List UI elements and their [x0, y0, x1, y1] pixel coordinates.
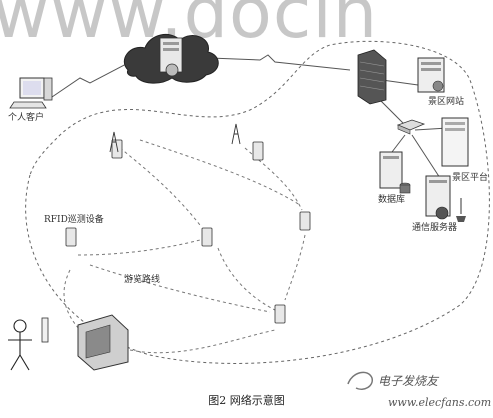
link-client-cloud: [51, 61, 131, 98]
label-rfid-reader: RFID巡测设备: [44, 215, 104, 225]
service-area-boundary: [25, 40, 490, 364]
figure-caption: 图2 网络示意图: [208, 394, 285, 407]
rfid-tag-icon: [41, 317, 49, 343]
comm-server-icon: [425, 175, 466, 222]
label-comm-server: 通信服务器: [412, 223, 458, 233]
person-icon: [8, 319, 32, 371]
switch-icon: [396, 119, 426, 135]
link-switch-database: [391, 134, 406, 153]
visitor-routes: [63, 139, 306, 354]
firewall-icon: [357, 49, 387, 105]
platform-server-icon: [441, 117, 469, 167]
label-personal-client: 个人客户: [8, 113, 45, 123]
label-route: 游览路线: [124, 275, 161, 285]
internet-cloud-icon: [123, 33, 219, 84]
antenna-tower-icon: [109, 123, 241, 153]
brand-url: www.elecfans.com: [388, 396, 492, 409]
link-cloud-firewall: [209, 54, 351, 71]
website-server-icon: [417, 57, 445, 93]
rfid-reader-icon: [65, 139, 311, 324]
ticket-booth-icon: [77, 314, 129, 371]
label-area-site: 景区网站: [428, 97, 465, 107]
database-server-icon: [379, 151, 411, 194]
label-area-platform: 景区平台: [452, 173, 489, 183]
link-switch-commserver: [411, 134, 441, 179]
brand-name: 电子发烧友: [378, 374, 439, 388]
link-firewall-site: [381, 79, 419, 86]
brand-logo-icon: [347, 371, 373, 390]
label-database: 数据库: [378, 195, 406, 205]
computer-icon: [9, 77, 53, 109]
